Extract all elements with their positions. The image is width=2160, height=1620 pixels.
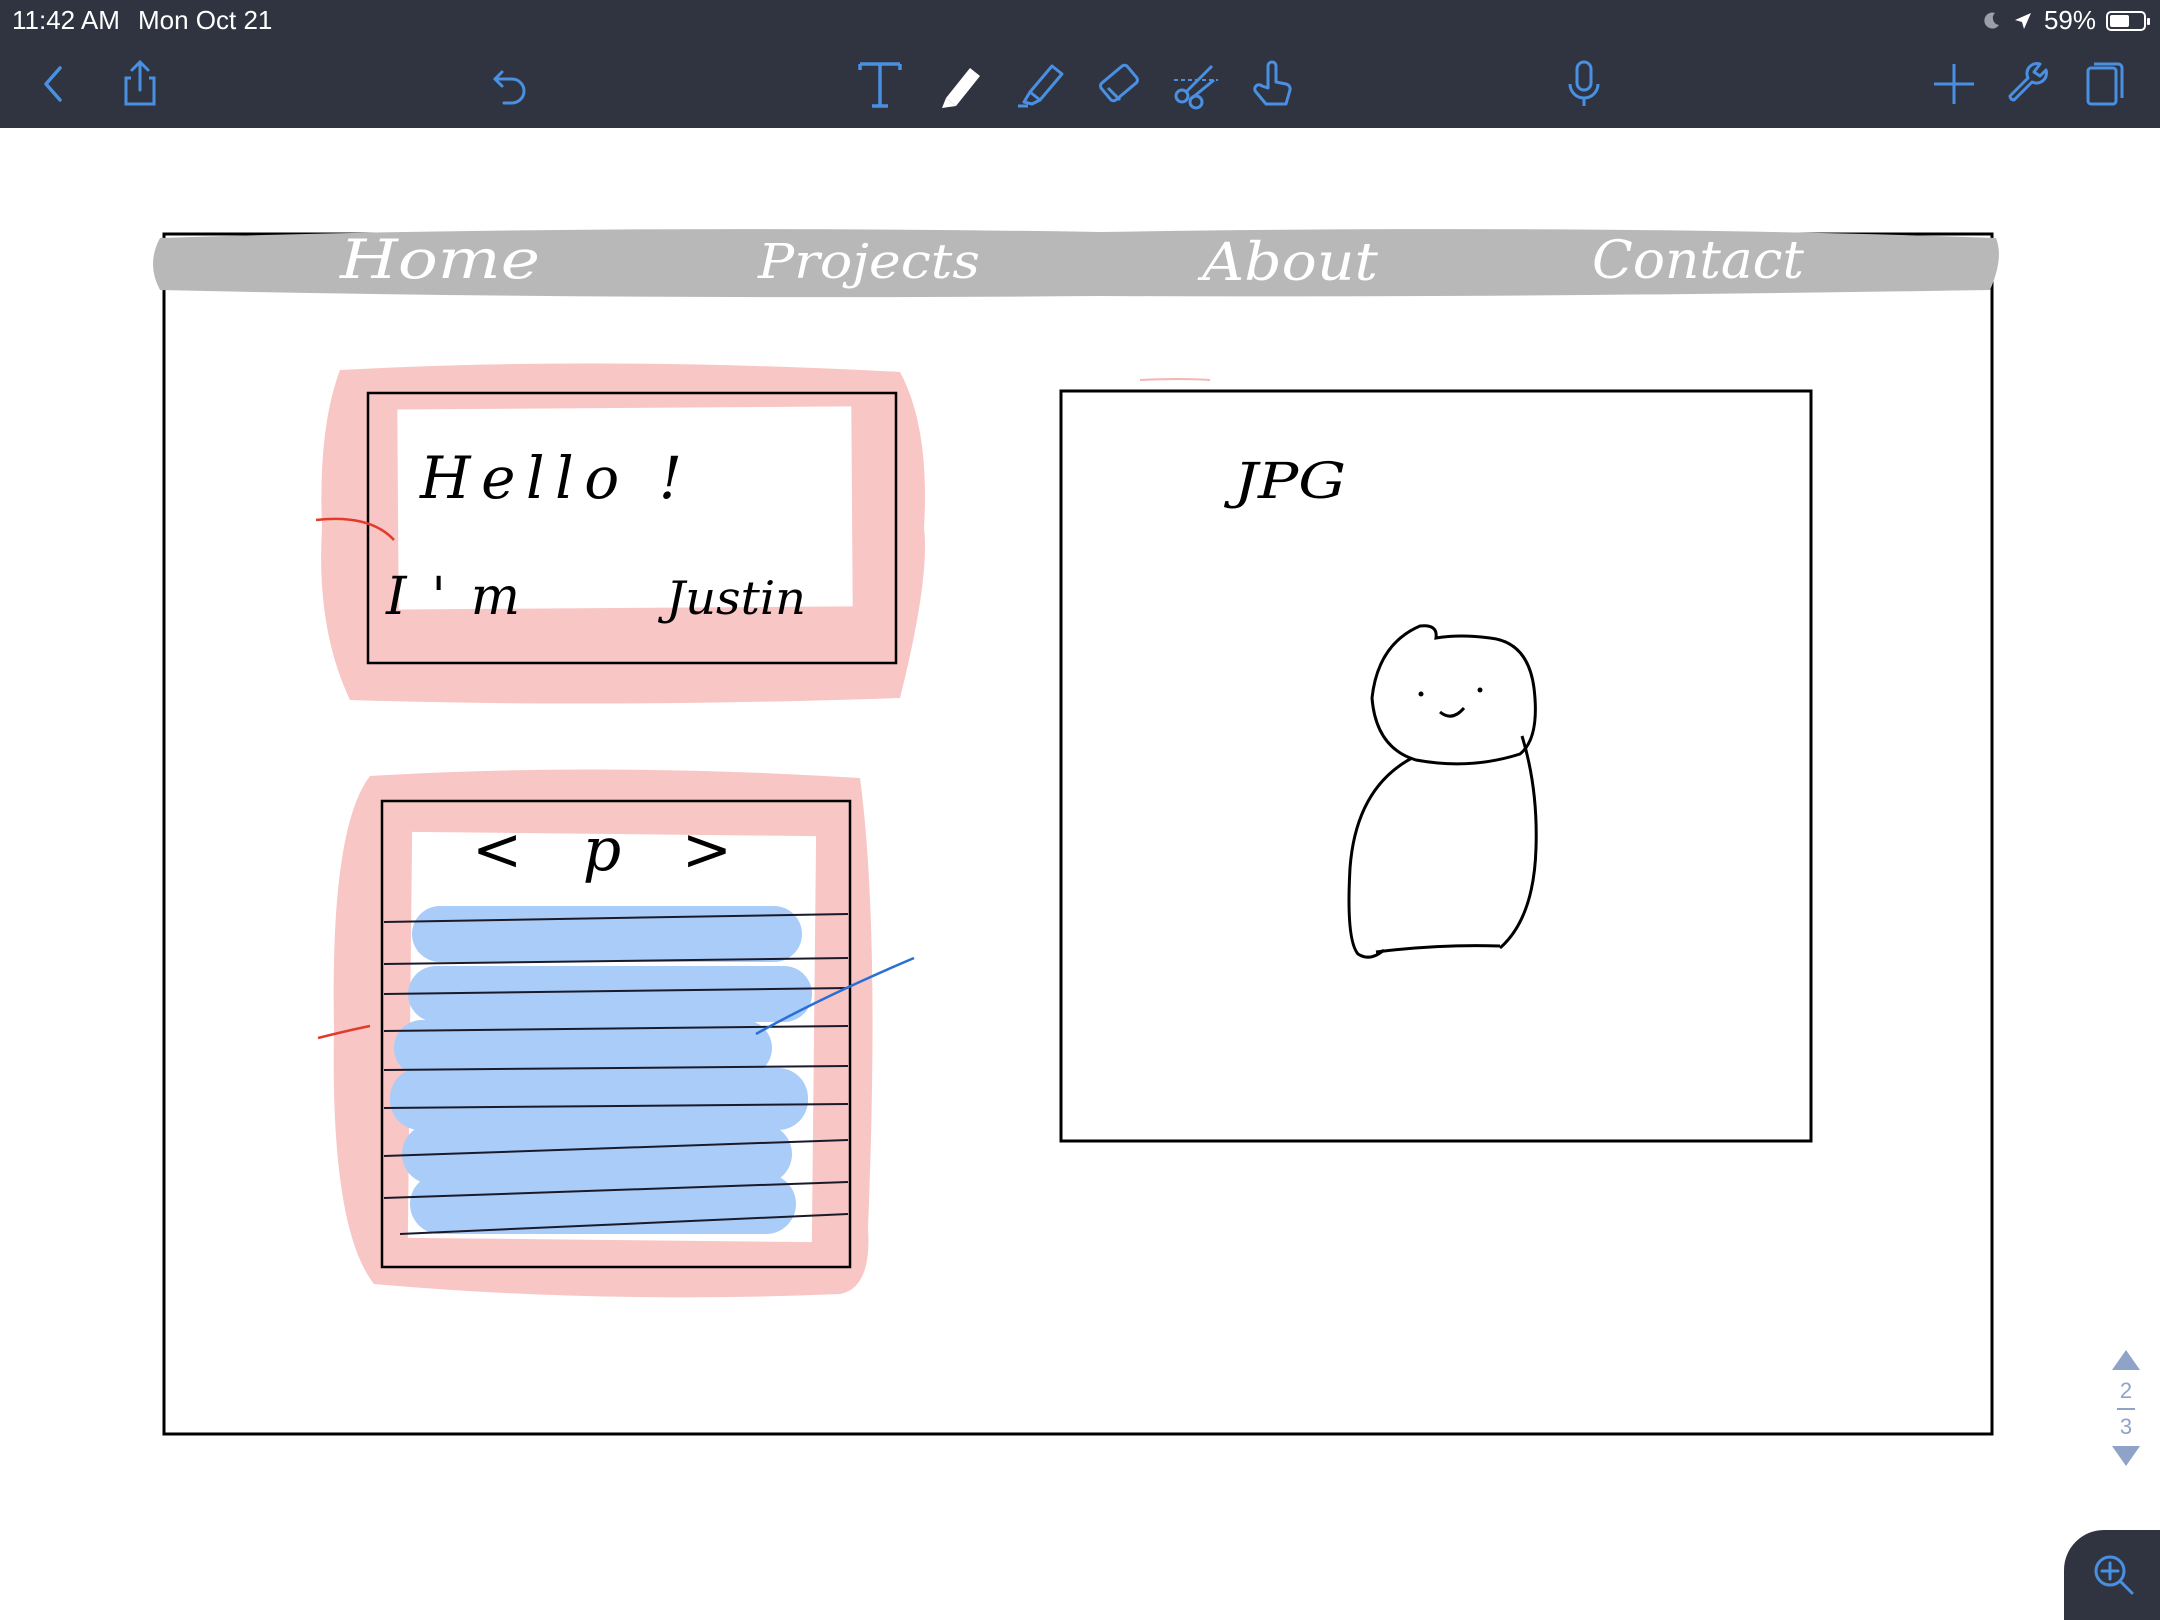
battery-percent: 59% xyxy=(2043,5,2096,35)
paragraph-lines xyxy=(383,913,849,1235)
status-bar: 11:42 AM Mon Oct 21 59% xyxy=(0,0,2160,40)
pen-icon xyxy=(942,68,980,108)
pages-icon xyxy=(2086,62,2124,106)
back-icon xyxy=(44,66,62,102)
image-box-red-mark xyxy=(1139,378,1211,381)
page-up-icon[interactable] xyxy=(2112,1350,2140,1370)
image-label: JPG xyxy=(1223,452,1346,510)
text-tool-button[interactable] xyxy=(848,52,912,116)
wireframe-sketch: Home Projects About Contact Hello ! I'm … xyxy=(153,228,1999,1436)
nav-about: About xyxy=(1198,233,1379,293)
microphone-button[interactable] xyxy=(1552,52,1616,116)
battery-icon xyxy=(2106,10,2150,31)
lasso-scissors-icon xyxy=(1174,64,1218,110)
page-navigator: 2 3 xyxy=(2106,1350,2146,1466)
share-button[interactable] xyxy=(108,52,172,116)
blue-pointer-mark xyxy=(755,956,915,1036)
nav-home: Home xyxy=(339,228,540,291)
total-pages: 3 xyxy=(2119,1414,2133,1439)
red-pointer-mark-2 xyxy=(317,1024,371,1040)
pen-tool-button[interactable] xyxy=(928,52,992,116)
current-page: 2 xyxy=(2119,1378,2133,1403)
settings-button[interactable] xyxy=(1996,52,2060,116)
pages-button[interactable] xyxy=(2072,52,2136,116)
undo-button[interactable] xyxy=(478,52,542,116)
wrench-icon xyxy=(2008,62,2048,102)
add-page-icon xyxy=(1934,64,1974,104)
microphone-icon xyxy=(1568,60,1600,106)
text-tool-icon xyxy=(858,62,902,108)
greeting-box xyxy=(366,391,898,665)
highlighter-tool-button[interactable] xyxy=(1008,52,1072,116)
share-icon xyxy=(124,59,156,106)
status-right: 59% xyxy=(1980,5,2150,36)
hand-tool-button[interactable] xyxy=(1240,52,1304,116)
note-canvas[interactable]: Home Projects About Contact Hello ! I'm … xyxy=(0,128,2160,1620)
greeting-inner-white xyxy=(397,406,853,610)
image-box xyxy=(1059,389,1813,1143)
status-date: Mon Oct 21 xyxy=(138,5,273,35)
lasso-tool-button[interactable] xyxy=(1164,52,1228,116)
zoom-button[interactable] xyxy=(2064,1530,2160,1620)
back-button[interactable] xyxy=(22,52,86,116)
nav-highlight xyxy=(153,229,1999,298)
hand-pointer-icon xyxy=(1253,60,1292,106)
greeting-name: Justin xyxy=(658,571,806,625)
person-drawing xyxy=(1347,624,1538,959)
paragraph-tag: < p > xyxy=(472,815,732,885)
red-pointer-mark xyxy=(315,517,395,541)
status-time: 11:42 AM xyxy=(12,5,120,35)
nav-contact: Contact xyxy=(1592,231,1804,291)
paragraph-box xyxy=(380,799,852,1269)
nav-projects: Projects xyxy=(757,234,980,290)
page-down-icon[interactable] xyxy=(2112,1446,2140,1466)
undo-icon xyxy=(493,70,526,105)
page-divider xyxy=(2117,1408,2135,1410)
toolbar xyxy=(0,40,2160,128)
eraser-icon xyxy=(1099,63,1139,103)
zoom-in-icon xyxy=(2094,1555,2134,1595)
moon-icon xyxy=(1984,12,1999,29)
location-arrow-icon xyxy=(2014,12,2031,29)
highlighter-icon xyxy=(1018,64,1064,108)
paragraph-blue-highlights xyxy=(390,906,812,1234)
add-page-button[interactable] xyxy=(1922,52,1986,116)
eraser-tool-button[interactable] xyxy=(1086,52,1150,116)
